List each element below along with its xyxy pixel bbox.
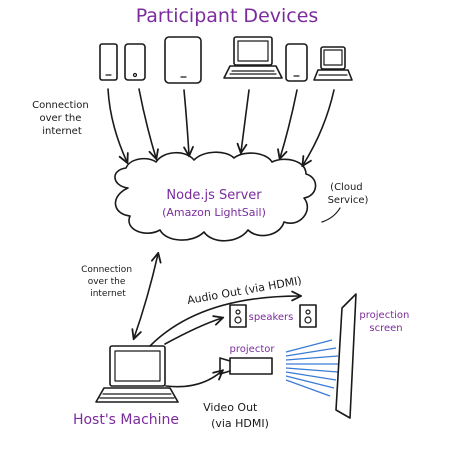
- video-out-label: Video Out (via HDMI): [203, 401, 269, 430]
- speaker-icon: [299, 304, 317, 328]
- projector-label: projector: [230, 344, 276, 355]
- audio-arrow-speaker: [164, 318, 222, 345]
- audio-out-label: Audio Out (via HDMI): [186, 274, 303, 307]
- cloud-shape: [114, 151, 317, 242]
- connection-label-top: Connection over the internet: [32, 100, 92, 137]
- video-arrow: [165, 371, 222, 388]
- arrow: [107, 88, 127, 162]
- host-server-arrow: [134, 254, 158, 338]
- laptop-icon: [313, 46, 353, 81]
- projection-screen: [335, 293, 357, 419]
- phone-icon: [99, 43, 118, 81]
- tablet-icon: [164, 36, 202, 84]
- connection-label-bottom: Connection over the internet: [81, 265, 135, 299]
- speakers-label: speakers: [249, 312, 294, 323]
- projection-beam: [285, 339, 339, 397]
- arrow: [303, 89, 335, 165]
- participant-devices: [99, 36, 353, 84]
- arrow: [280, 89, 298, 158]
- server-sublabel: (Amazon LightSail): [162, 206, 266, 219]
- arrow: [241, 89, 250, 152]
- phone-icon: [285, 43, 308, 82]
- laptop-icon: [223, 36, 283, 79]
- arrow: [138, 88, 156, 158]
- server-label: Node.js Server: [166, 188, 262, 203]
- projector-icon: [219, 357, 273, 375]
- audio-arrow-curve: [149, 296, 300, 347]
- device-to-server-arrows: [107, 88, 335, 165]
- host-label: Host's Machine: [73, 412, 179, 428]
- phone-icon: [124, 43, 146, 81]
- laptop-icon: [95, 345, 179, 403]
- pointer-line: [321, 207, 341, 223]
- speaker-icon: [229, 304, 247, 328]
- diagram-title: Participant Devices: [136, 5, 319, 27]
- cloud-service-label: (Cloud Service): [328, 182, 369, 206]
- projection-screen-label: projection screen: [359, 310, 412, 334]
- arrow: [184, 89, 189, 155]
